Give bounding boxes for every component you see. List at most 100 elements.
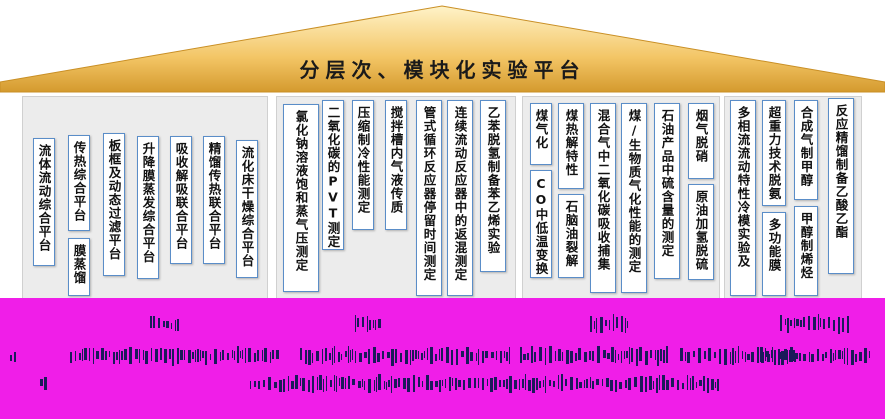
glitch-mark (699, 380, 702, 387)
glitch-mark (192, 352, 194, 360)
module-box: 反应精馏制备乙酸乙酯 (828, 98, 854, 274)
glitch-mark (650, 350, 652, 359)
module-box: 乙苯脱氢制备苯乙烯实验 (480, 100, 506, 272)
glitch-mark (143, 350, 144, 361)
module-label: 传热综合平台 (71, 141, 87, 222)
glitch-mark (545, 376, 546, 394)
glitch-mark (847, 347, 848, 365)
glitch-mark (105, 351, 107, 361)
glitch-mark (796, 319, 799, 327)
glitch-mark (369, 320, 371, 331)
glitch-mark (184, 350, 185, 361)
glitch-mark (345, 377, 346, 389)
glitch-mark (822, 354, 824, 362)
glitch-mark (539, 381, 541, 389)
glitch-mark (391, 348, 394, 366)
glitch-mark (358, 380, 361, 388)
glitch-mark (373, 346, 376, 363)
glitch-mark (724, 349, 727, 366)
glitch-mark (200, 350, 201, 362)
glitch-mark (373, 319, 374, 328)
glitch-mark (482, 350, 484, 363)
glitch-mark (558, 349, 561, 362)
glitch-mark (680, 347, 683, 361)
glitch-mark (274, 382, 277, 389)
glitch-mark (562, 352, 563, 362)
glitch-mark (214, 348, 217, 364)
glitch-mark (374, 379, 375, 391)
glitch-mark (584, 379, 585, 388)
module-box: 膜蒸馏 (68, 238, 90, 296)
glitch-mark (771, 350, 772, 359)
glitch-mark (745, 351, 746, 362)
glitch-mark (799, 353, 801, 362)
glitch-mark (649, 376, 652, 391)
glitch-mark (830, 349, 832, 364)
module-box: 煤/生物质气化性能的测定 (621, 103, 647, 293)
glitch-mark (254, 380, 256, 387)
glitch-mark (329, 352, 331, 360)
glitch-mark (590, 377, 591, 389)
glitch-mark (124, 349, 127, 361)
glitch-mark (205, 350, 207, 365)
glitch-mark (765, 347, 766, 361)
glitch-mark (163, 320, 165, 327)
glitch-mark (575, 353, 577, 362)
glitch-mark (478, 377, 479, 388)
module-label: 合成气制甲醇 (798, 106, 814, 187)
module-label: 煤/生物质气化性能的测定 (626, 109, 642, 274)
glitch-mark (549, 379, 551, 386)
glitch-mark (687, 352, 690, 364)
glitch-mark (164, 349, 167, 364)
glitch-mark (245, 348, 246, 364)
module-box: 连续流动反应器中的返混测定 (447, 100, 473, 296)
glitch-mark (565, 379, 567, 387)
glitch-mark (790, 347, 793, 363)
glitch-mark (774, 349, 775, 365)
glitch-mark (576, 378, 578, 390)
glitch-mark (732, 348, 734, 366)
glitch-mark (394, 378, 397, 388)
glitch-mark (270, 351, 271, 363)
glitch-mark (509, 375, 512, 393)
module-label: 板框及动态过滤平台 (106, 139, 122, 261)
glitch-mark (398, 377, 400, 387)
glitch-mark (528, 380, 531, 392)
glitch-mark (242, 349, 243, 359)
glitch-mark (101, 348, 104, 361)
glitch-mark (506, 379, 508, 390)
glitch-mark (549, 346, 552, 364)
module-label: 升降膜蒸发综合平台 (140, 142, 156, 264)
glitch-mark (412, 350, 414, 361)
glitch-mark (463, 380, 465, 391)
glitch-mark (645, 350, 648, 365)
module-label: 乙苯脱氢制备苯乙烯实验 (485, 106, 501, 255)
glitch-mark (468, 377, 471, 388)
glitch-mark (355, 315, 356, 333)
glitch-mark (171, 322, 172, 329)
glitch-mark (336, 375, 337, 392)
glitch-mark (685, 352, 686, 362)
glitch-mark (325, 347, 327, 361)
glitch-mark (823, 319, 825, 330)
glitch-mark (334, 374, 335, 391)
glitch-mark (461, 351, 464, 358)
module-box: 吸收解吸联合平台 (170, 136, 192, 264)
glitch-mark (803, 317, 805, 328)
module-box: 精馏传热联合平台 (203, 136, 225, 264)
glitch-mark (367, 315, 368, 332)
glitch-mark (842, 318, 844, 333)
glitch-mark (606, 377, 609, 387)
glitch-mark (532, 377, 535, 393)
glitch-mark (707, 377, 709, 393)
glitch-mark (687, 375, 688, 391)
glitch-mark (618, 354, 619, 361)
module-label: 煤气化 (533, 109, 549, 150)
glitch-mark (40, 378, 43, 386)
glitch-mark (395, 349, 397, 364)
glitch-mark (222, 350, 224, 361)
glitch-mark (636, 349, 638, 367)
glitch-mark (803, 353, 806, 361)
glitch-mark (825, 351, 827, 358)
roof-shape (0, 5, 885, 93)
